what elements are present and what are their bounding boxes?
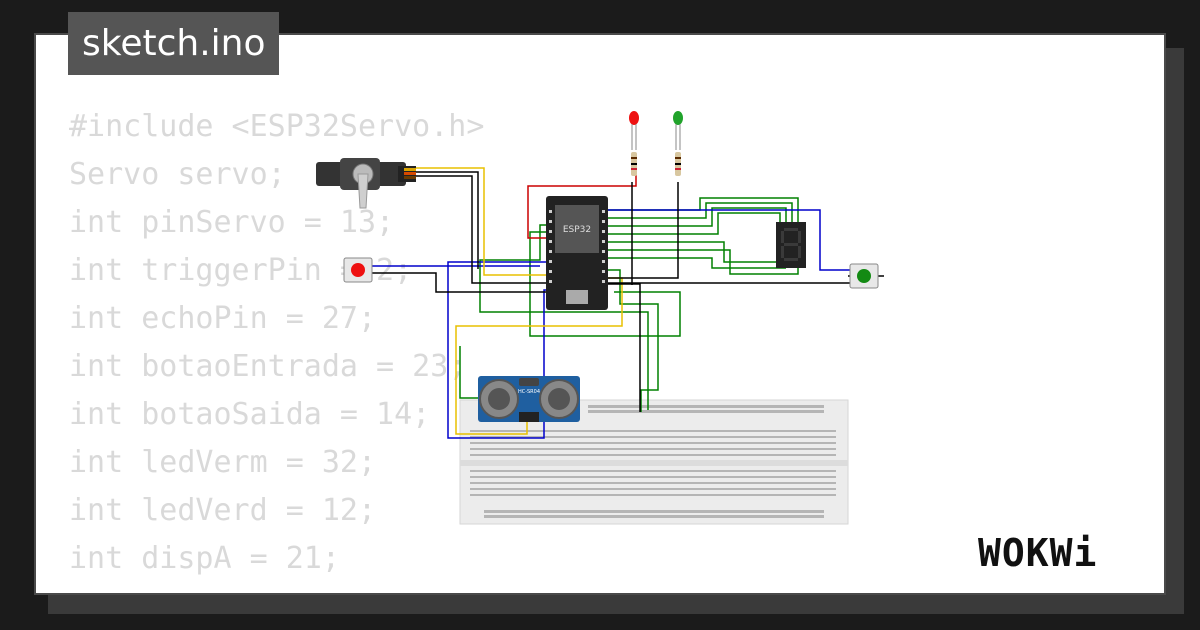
code-line: int echoPin = 27; [69, 301, 377, 336]
wokwi-logo: WOKWi [978, 531, 1097, 575]
code-line: int pinServo = 13; [69, 205, 395, 240]
code-line: int dispB = 22; [69, 583, 484, 593]
code-line: int dispA = 21; [69, 541, 340, 576]
red-led [629, 111, 639, 176]
seven-segment-display [776, 222, 806, 268]
green-pushbutton [849, 263, 879, 289]
servo-motor [316, 158, 416, 209]
code-preview: #include <ESP32Servo.h> Servo servo; int p… [69, 103, 485, 593]
wokwi-logo-text: WOKWi [978, 531, 1097, 575]
code-line: Servo servo; [69, 157, 286, 192]
esp32-label: ESP32 [563, 225, 591, 235]
wires-red [527, 175, 637, 239]
esp32-board: ESP32 [546, 196, 608, 310]
red-pushbutton [343, 257, 373, 283]
ultrasonic-sensor: HC-SR04 [478, 376, 580, 422]
code-line: int ledVerm = 32; [69, 445, 377, 480]
file-title-tab: sketch.ino [68, 12, 280, 75]
code-line: #include <ESP32Servo.h> [69, 109, 485, 144]
code-line: int botaoSaida = 14; [69, 397, 431, 432]
code-line: int ledVerd = 12; [69, 493, 377, 528]
sensor-label: HC-SR04 [518, 389, 540, 395]
code-line: int botaoEntrada = 23; [69, 349, 467, 384]
code-line: int triggerPin = 2; [69, 253, 413, 288]
green-led [673, 111, 683, 176]
preview-card: #include <ESP32Servo.h> Servo servo; int p… [34, 33, 1166, 595]
